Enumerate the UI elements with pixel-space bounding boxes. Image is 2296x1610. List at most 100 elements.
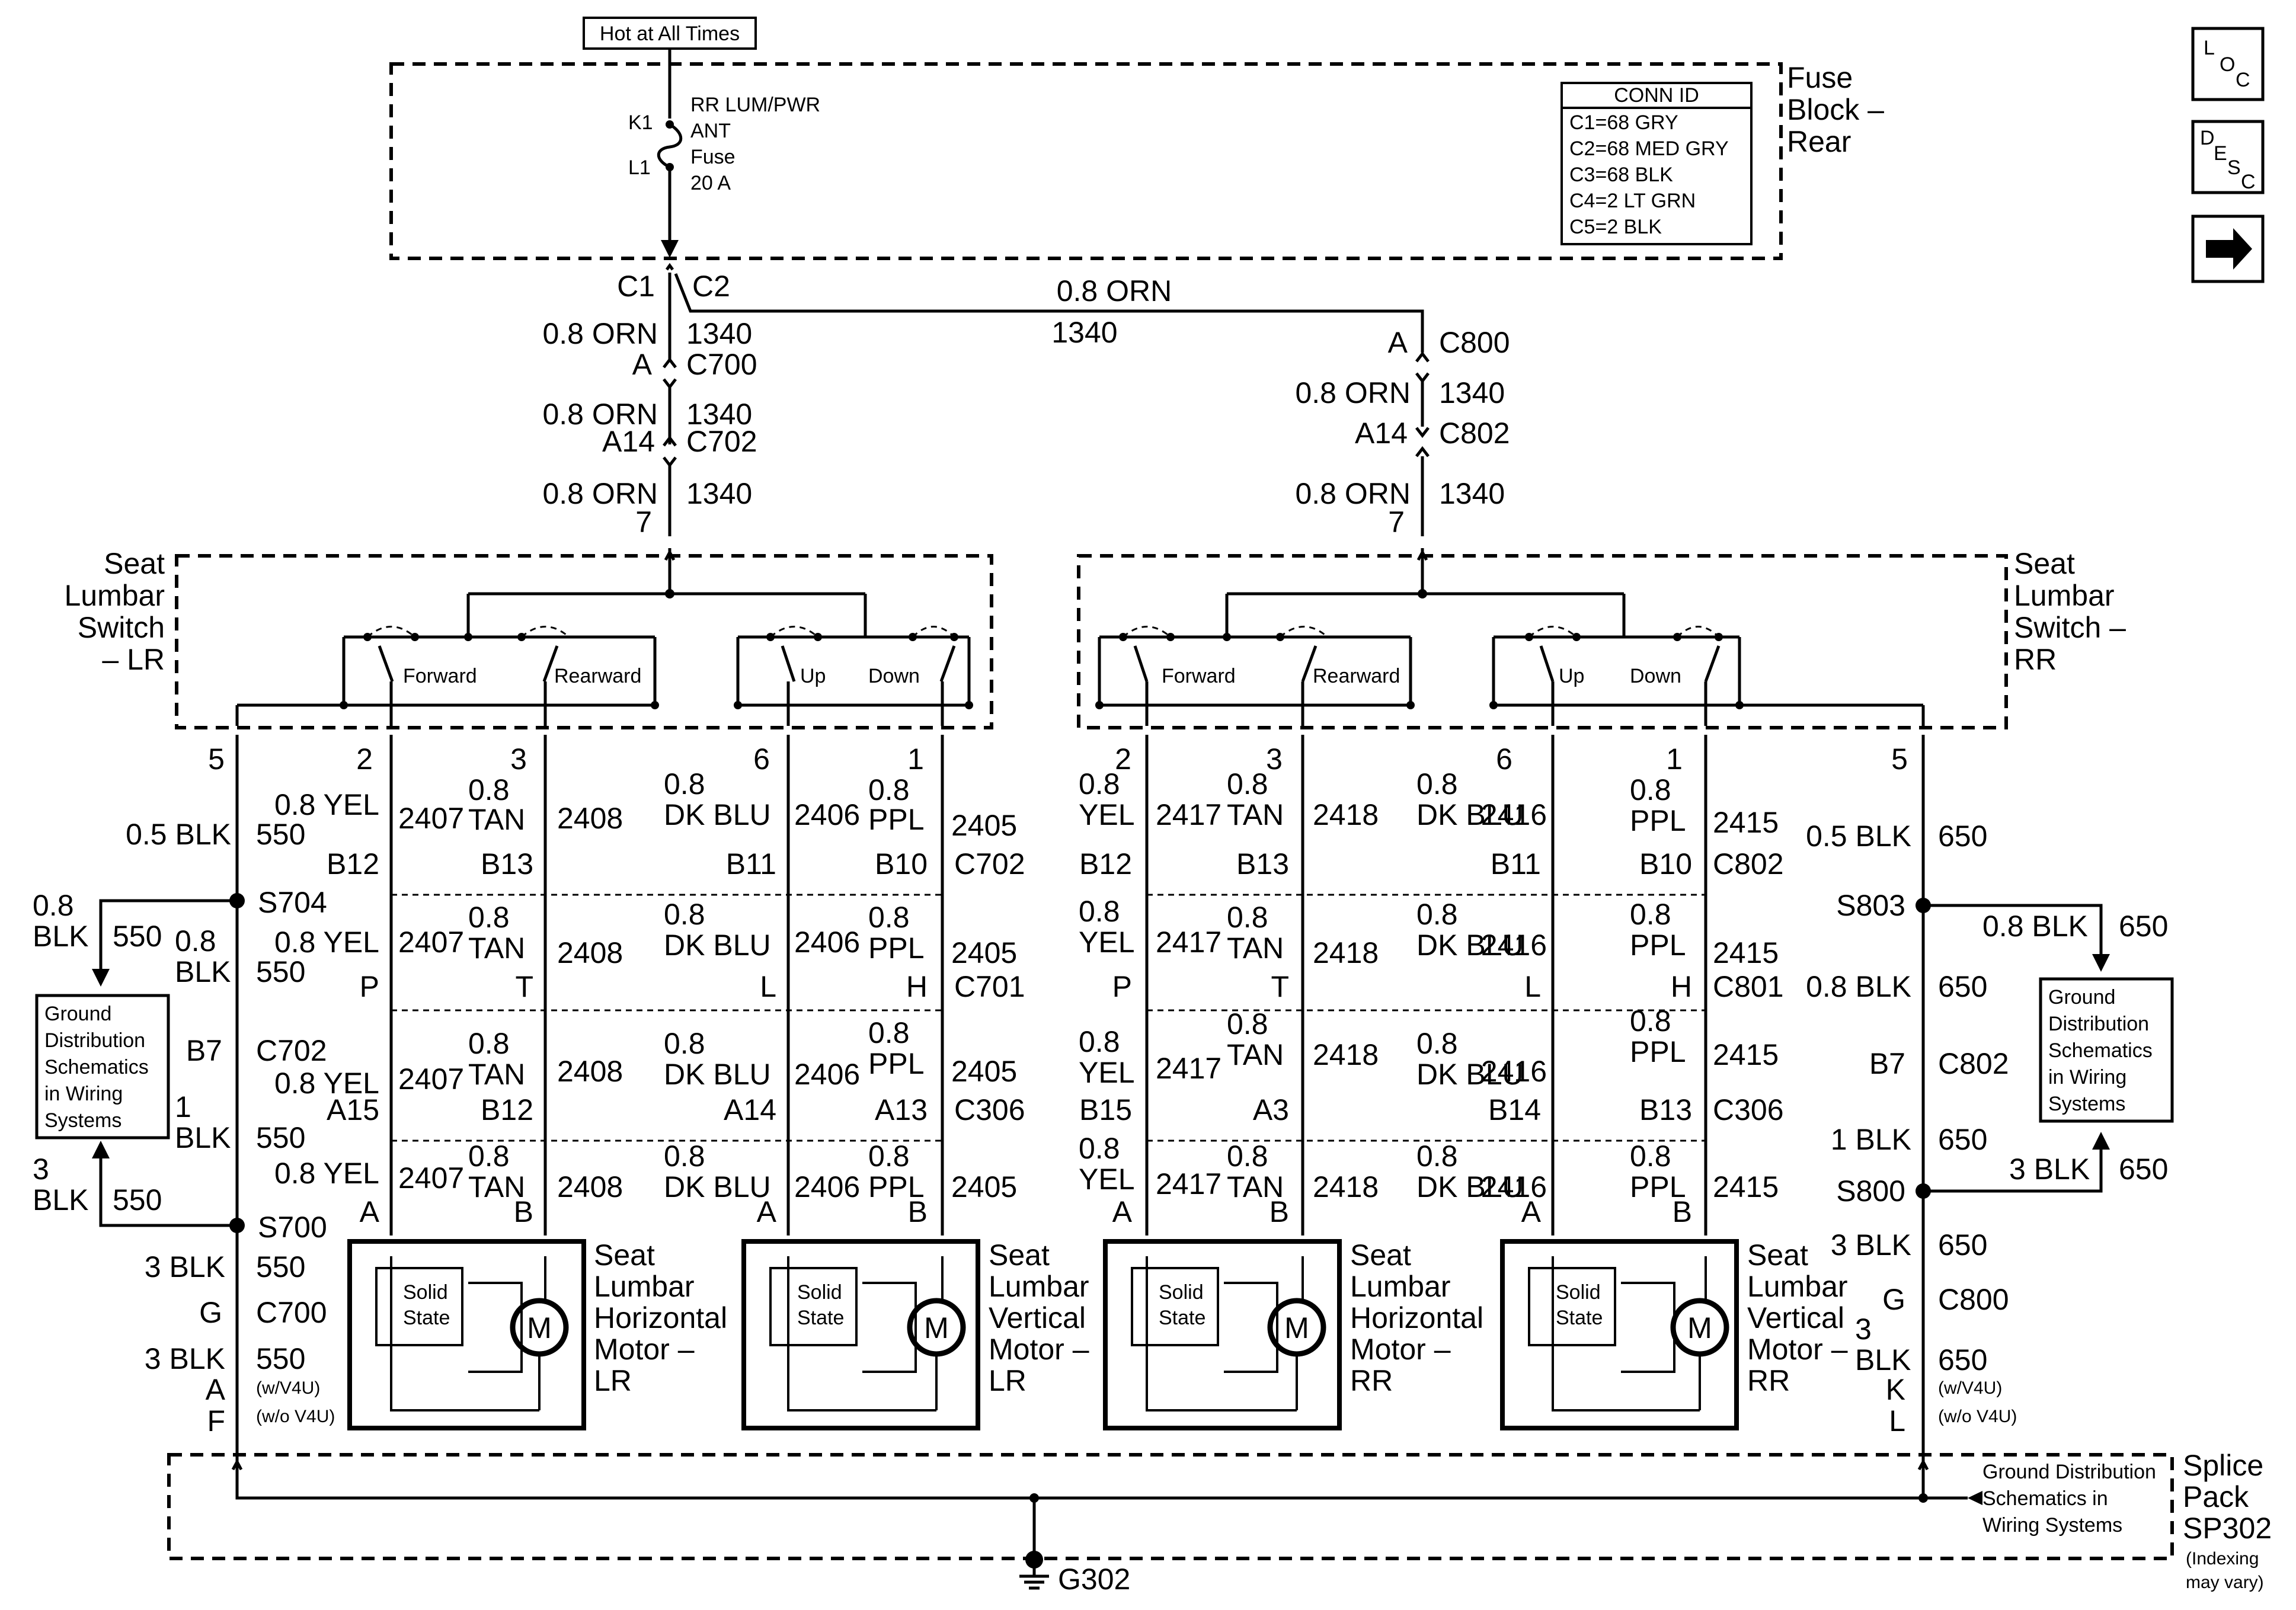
svg-text:0.8: 0.8: [33, 889, 74, 922]
svg-text:2405: 2405: [951, 1170, 1017, 1204]
svg-text:TAN: TAN: [468, 932, 525, 965]
svg-text:SP302: SP302: [2183, 1512, 2272, 1545]
svg-text:650: 650: [1938, 1228, 1987, 1262]
svg-text:F: F: [207, 1404, 225, 1438]
svg-text:(Indexing: (Indexing: [2186, 1549, 2259, 1569]
ground-distribution-ref-left[interactable]: Ground Distribution Schematics in Wiring…: [35, 994, 170, 1140]
svg-text:B12: B12: [481, 1093, 533, 1126]
svg-text:2406: 2406: [794, 1170, 860, 1204]
svg-text:A: A: [360, 1195, 380, 1228]
svg-text:BLK: BLK: [33, 920, 89, 953]
svg-text:2407: 2407: [398, 1161, 464, 1195]
svg-text:Motor –: Motor –: [594, 1333, 695, 1366]
svg-text:2417: 2417: [1156, 798, 1221, 831]
ground-g302: G302: [1019, 1551, 1130, 1596]
svg-text:S800: S800: [1836, 1174, 1905, 1208]
fuse-block-rear: Fuse Block – Rear: [389, 61, 1884, 260]
svg-text:C802: C802: [1439, 417, 1510, 450]
svg-text:2418: 2418: [1313, 936, 1379, 969]
svg-text:3: 3: [1855, 1313, 1872, 1346]
svg-text:2415: 2415: [1713, 1038, 1779, 1071]
svg-text:C1=68 GRY: C1=68 GRY: [1569, 111, 1678, 134]
loc-button[interactable]: L O C: [2191, 27, 2265, 101]
svg-text:DK BLU: DK BLU: [1416, 1170, 1524, 1204]
svg-text:3: 3: [510, 742, 527, 776]
svg-text:L: L: [2204, 37, 2215, 59]
svg-text:5: 5: [1891, 742, 1908, 776]
motor-vertical-lr: Solid State M Seat Lumbar Vertical Motor…: [741, 1238, 1089, 1430]
svg-text:0.8 YEL: 0.8 YEL: [274, 1157, 379, 1190]
svg-text:0.8: 0.8: [1416, 1027, 1458, 1060]
hot-at-all-times-label: Hot at All Times: [583, 17, 757, 50]
svg-text:Seat: Seat: [989, 1238, 1050, 1272]
svg-text:A: A: [1521, 1195, 1542, 1228]
svg-text:C: C: [2236, 69, 2250, 91]
svg-text:B: B: [1269, 1195, 1289, 1228]
svg-text:A: A: [206, 1373, 226, 1406]
svg-text:0.8: 0.8: [1227, 1140, 1268, 1173]
next-button[interactable]: [2191, 215, 2265, 283]
ground-distribution-ref-right[interactable]: Ground Distribution Schematics in Wiring…: [2039, 977, 2174, 1123]
svg-text:0.8: 0.8: [868, 1140, 910, 1173]
svg-text:TAN: TAN: [468, 1058, 525, 1091]
svg-text:A14: A14: [1355, 417, 1408, 450]
svg-text:Distribution: Distribution: [44, 1029, 145, 1052]
svg-text:E: E: [2214, 142, 2227, 165]
svg-text:0.8: 0.8: [664, 767, 705, 801]
svg-text:C800: C800: [1439, 326, 1510, 359]
svg-text:BLK: BLK: [175, 1121, 231, 1154]
svg-text:A3: A3: [1253, 1093, 1289, 1126]
svg-text:S: S: [2227, 156, 2241, 179]
svg-text:C702: C702: [686, 425, 757, 458]
svg-text:2418: 2418: [1313, 1170, 1379, 1204]
svg-text:0.8: 0.8: [1416, 767, 1458, 801]
svg-text:0.8 YEL: 0.8 YEL: [274, 1067, 379, 1100]
svg-text:TAN: TAN: [468, 803, 525, 836]
svg-text:1340: 1340: [686, 317, 752, 350]
svg-text:5: 5: [208, 742, 225, 776]
svg-text:State: State: [1159, 1307, 1205, 1329]
svg-text:0.8: 0.8: [1630, 898, 1671, 931]
svg-text:PPL: PPL: [868, 932, 925, 965]
svg-text:LR: LR: [989, 1364, 1027, 1397]
svg-text:B11: B11: [1491, 847, 1541, 881]
svg-text:C701: C701: [954, 970, 1025, 1003]
svg-text:0.8: 0.8: [664, 1140, 705, 1173]
svg-text:0.8 ORN: 0.8 ORN: [1295, 376, 1411, 409]
svg-text:K1: K1: [628, 111, 653, 134]
svg-text:BLK: BLK: [175, 955, 231, 988]
right-arrow-icon: [2206, 228, 2252, 270]
svg-text:550: 550: [256, 955, 305, 988]
svg-text:2405: 2405: [951, 809, 1017, 842]
svg-text:CONN ID: CONN ID: [1614, 84, 1699, 107]
svg-text:6: 6: [753, 742, 770, 776]
svg-text:M: M: [1284, 1311, 1309, 1345]
svg-text:Horizontal: Horizontal: [1350, 1301, 1483, 1334]
svg-text:TAN: TAN: [468, 1170, 525, 1204]
svg-text:PPL: PPL: [1630, 1035, 1686, 1068]
svg-text:Horizontal: Horizontal: [594, 1301, 727, 1334]
svg-text:2415: 2415: [1713, 1170, 1779, 1204]
svg-text:2418: 2418: [1313, 1038, 1379, 1071]
svg-text:YEL: YEL: [1079, 1163, 1135, 1196]
svg-text:DK BLU: DK BLU: [664, 1170, 771, 1204]
svg-text:P: P: [1112, 970, 1132, 1003]
svg-text:Down: Down: [1630, 665, 1681, 687]
svg-text:Motor –: Motor –: [1747, 1333, 1848, 1366]
svg-text:0.8: 0.8: [664, 898, 705, 931]
svg-text:RR: RR: [1747, 1364, 1790, 1397]
svg-text:S700: S700: [258, 1211, 327, 1244]
svg-text:0.8: 0.8: [468, 901, 510, 934]
svg-text:G: G: [199, 1296, 222, 1329]
svg-text:C801: C801: [1713, 970, 1784, 1003]
svg-text:B10: B10: [1639, 847, 1692, 881]
svg-text:DK BLU: DK BLU: [664, 1058, 771, 1091]
svg-text:B12: B12: [1079, 847, 1132, 881]
svg-text:Fuse: Fuse: [690, 146, 736, 168]
desc-button[interactable]: D E S C: [2191, 120, 2265, 194]
svg-text:7: 7: [1388, 505, 1405, 539]
svg-text:M: M: [527, 1311, 552, 1345]
svg-text:M: M: [1687, 1311, 1712, 1345]
svg-text:1340: 1340: [1439, 477, 1505, 510]
svg-text:2: 2: [1115, 742, 1131, 776]
